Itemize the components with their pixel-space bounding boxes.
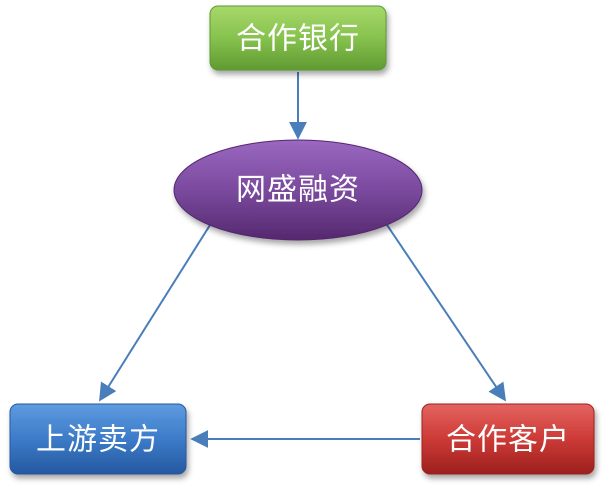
node-platform-ellipse <box>173 139 423 241</box>
node-customer-label: 合作客户 <box>446 423 570 458</box>
node-bank-box <box>209 5 387 71</box>
node-bank-label: 合作银行 <box>236 22 360 57</box>
edge-platform-to-customer <box>386 224 507 402</box>
node-seller-label: 上游卖方 <box>36 423 160 458</box>
node-seller-box <box>9 403 187 475</box>
edges <box>99 72 507 448</box>
edge-platform-to-seller <box>99 224 211 402</box>
node-platform: 网盛融资 <box>173 139 423 241</box>
node-bank: 合作银行 <box>209 5 387 71</box>
node-platform-label: 网盛融资 <box>236 173 360 208</box>
node-customer: 合作客户 <box>421 403 595 475</box>
node-customer-box <box>421 403 595 475</box>
node-seller: 上游卖方 <box>9 403 187 475</box>
